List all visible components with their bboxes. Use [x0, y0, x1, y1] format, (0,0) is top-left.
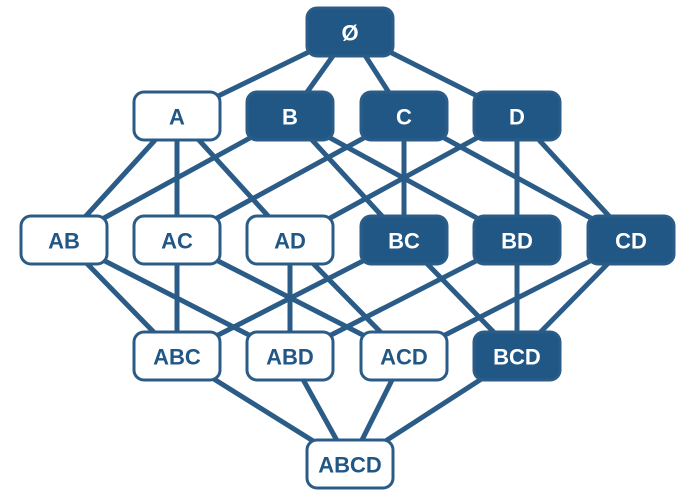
node-acd: ACD [359, 330, 449, 382]
node-label: ACD [380, 345, 428, 370]
node-box [586, 214, 676, 266]
node-box [245, 214, 335, 266]
node-b: B [245, 90, 335, 142]
node-box [132, 330, 222, 382]
node-ac: AC [132, 214, 222, 266]
node-box [359, 214, 449, 266]
node-bc: BC [359, 214, 449, 266]
node-label: AD [274, 229, 306, 254]
node-label: BCD [493, 345, 541, 370]
node-label: D [509, 105, 525, 130]
node-abcd: ABCD [305, 438, 395, 490]
node-label: AB [48, 229, 80, 254]
node-box [305, 6, 395, 58]
node-a: A [132, 90, 222, 142]
node-box [132, 214, 222, 266]
node-label: C [396, 105, 412, 130]
node-label: AC [161, 229, 193, 254]
node-box [245, 330, 335, 382]
node-label: CD [615, 229, 647, 254]
node-box [472, 214, 562, 266]
node-box [19, 214, 109, 266]
node-d: D [472, 90, 562, 142]
node-empty: Ø [305, 6, 395, 58]
node-box [472, 90, 562, 142]
node-bcd: BCD [472, 330, 562, 382]
node-bd: BD [472, 214, 562, 266]
node-label: Ø [341, 21, 358, 46]
node-ad: AD [245, 214, 335, 266]
node-c: C [359, 90, 449, 142]
node-cd: CD [586, 214, 676, 266]
node-box [305, 438, 395, 490]
node-label: B [282, 105, 298, 130]
node-label: BD [501, 229, 533, 254]
node-abd: ABD [245, 330, 335, 382]
node-label: BC [388, 229, 420, 254]
node-box [472, 330, 562, 382]
node-box [132, 90, 222, 142]
node-box [359, 330, 449, 382]
node-box [359, 90, 449, 142]
node-box [245, 90, 335, 142]
node-label: ABD [266, 345, 314, 370]
node-ab: AB [19, 214, 109, 266]
node-label: ABCD [318, 453, 382, 478]
node-abc: ABC [132, 330, 222, 382]
node-label: A [169, 105, 185, 130]
node-label: ABC [153, 345, 201, 370]
